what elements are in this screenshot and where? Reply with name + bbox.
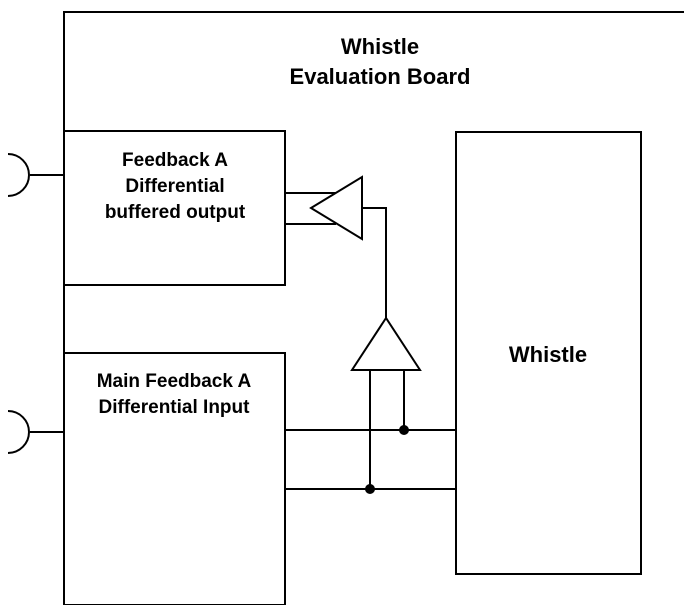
feedback-input-label-line2: Differential Input xyxy=(99,397,251,418)
feedback-input-block xyxy=(63,352,286,605)
junction-dot-positive xyxy=(399,425,409,435)
whistle-chip-label: Whistle xyxy=(509,342,587,367)
junction-dot-negative xyxy=(365,484,375,494)
whistle-chip xyxy=(455,131,642,575)
feedback-input-label-line1: Main Feedback A xyxy=(97,371,252,392)
feedback-output-label-line2: Differential xyxy=(125,176,224,197)
input-connector xyxy=(7,410,30,454)
buffer-to-buffer-wire xyxy=(362,207,387,318)
board-title-line2: Evaluation Board xyxy=(290,64,471,89)
output-connector xyxy=(7,153,30,197)
input-buffer-amplifier xyxy=(350,316,422,371)
board-title-line1: Whistle xyxy=(341,34,419,59)
feedback-output-label-line3: buffered output xyxy=(105,202,246,223)
output-buffer-amplifier xyxy=(309,175,363,241)
feedback-output-label-line1: Feedback A xyxy=(122,150,228,171)
feedback-output-block xyxy=(63,130,286,286)
